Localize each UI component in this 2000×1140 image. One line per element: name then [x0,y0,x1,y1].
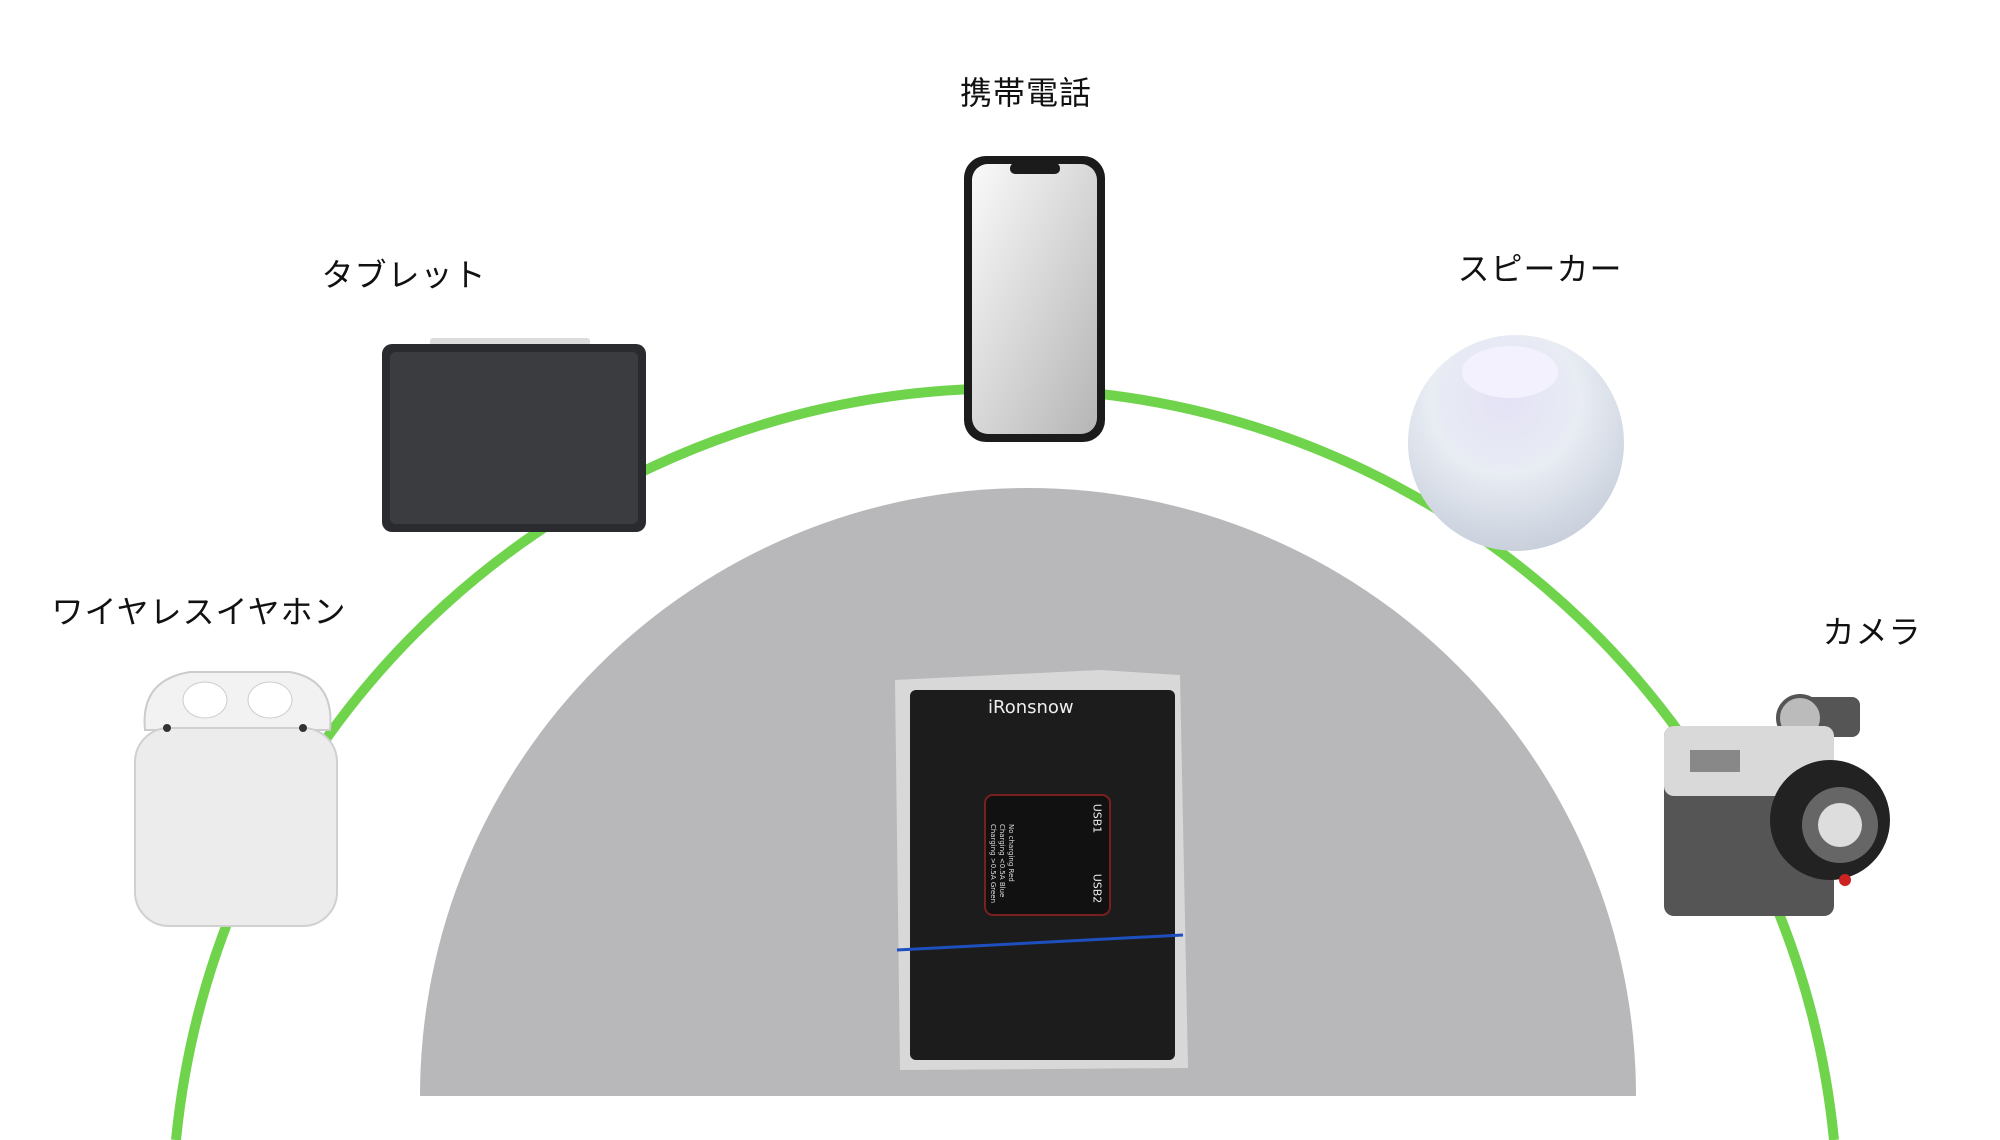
product-port2-text: USB2 [1090,873,1104,904]
speaker-image [1408,335,1624,551]
label-tablet: タブレット [321,256,487,294]
product-legend: No charging Red Charging <0.5A Blue Char… [988,824,1015,903]
camera-image [1664,694,1890,916]
product-port1-text: USB1 [1090,803,1104,834]
card-wallet-image [895,670,1188,1070]
label-phone: 携帯電話 [959,74,1093,112]
phone-image [964,156,1105,442]
product-legend-line: No charging Red [1007,823,1016,882]
label-speaker: スピーカー [1457,250,1623,288]
product-legend-line: Charging >0.5A Green [989,823,998,904]
label-camera: カメラ [1822,613,1922,651]
earbuds-image [134,671,338,927]
product-brand-text: iRonsnow [988,697,1074,718]
product-legend-line: Charging <0.5A Blue [998,823,1007,898]
tablet-image [382,338,646,532]
label-earbuds: ワイヤレスイヤホン [51,593,347,631]
